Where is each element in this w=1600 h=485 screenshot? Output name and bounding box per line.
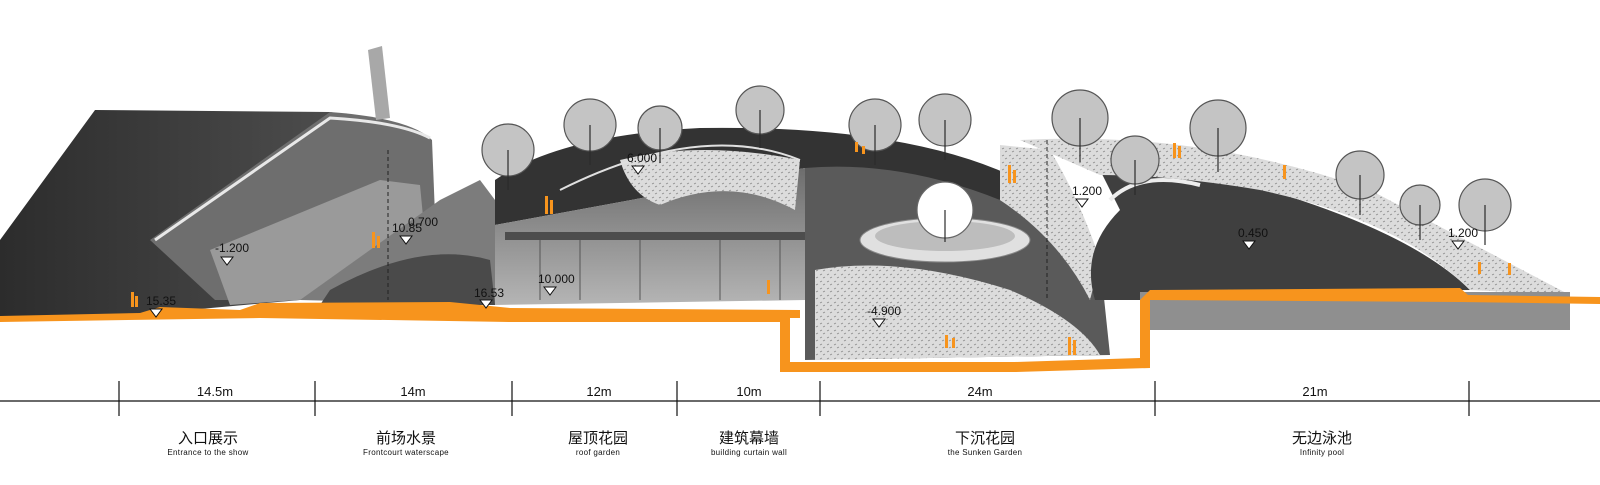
segment-name-en: Infinity pool xyxy=(1300,448,1344,457)
svg-text:0.700: 0.700 xyxy=(408,215,438,229)
segment-widths: 14.5m 14m 12m 10m 24m 21m xyxy=(197,384,1328,399)
segment-names: 入口展示 Entrance to the show 前场水景 Frontcour… xyxy=(167,429,1352,457)
elevation-markers: -1.200 0.700 10.85 15.35 16.53 10.000 6.… xyxy=(146,151,1478,328)
tower-element xyxy=(368,46,390,120)
svg-text:15.35: 15.35 xyxy=(146,294,176,308)
dimension-line xyxy=(0,381,1600,416)
elevation-marker: -1.200 xyxy=(215,241,249,266)
svg-text:1.200: 1.200 xyxy=(1072,184,1102,198)
segment-name-zh: 屋顶花园 xyxy=(568,429,628,447)
svg-text:1.200: 1.200 xyxy=(1448,226,1478,240)
segment-name-en: the Sunken Garden xyxy=(948,448,1022,457)
svg-text:10.000: 10.000 xyxy=(538,272,575,286)
segment-name-en: building curtain wall xyxy=(711,448,787,457)
trees xyxy=(481,85,1512,245)
svg-text:0.450: 0.450 xyxy=(1238,226,1268,240)
elevation-marker: 1.200 xyxy=(1448,226,1478,250)
svg-text:16.53: 16.53 xyxy=(474,286,504,300)
segment-name-zh: 入口展示 xyxy=(178,429,238,447)
ground-section-line xyxy=(0,288,1600,372)
elevation-marker: 16.53 xyxy=(474,286,504,309)
building-block xyxy=(495,127,1010,305)
elevation-marker: -4.900 xyxy=(867,304,901,328)
elevation-marker: 1.200 xyxy=(1072,184,1102,208)
frontcourt-area xyxy=(300,180,495,305)
entrance-roof-mass xyxy=(0,46,438,318)
elevation-marker: 0.700 xyxy=(408,215,438,229)
segment-name-en: Entrance to the show xyxy=(167,448,248,457)
elevation-marker: 10.000 xyxy=(538,272,575,296)
sunken-garden xyxy=(805,145,1110,360)
segment-width: 14m xyxy=(400,384,425,399)
svg-text:-1.200: -1.200 xyxy=(215,241,249,255)
segment-name-zh: 前场水景 xyxy=(376,429,436,447)
svg-text:10.85: 10.85 xyxy=(392,221,422,235)
segment-name-zh: 无边泳池 xyxy=(1292,429,1352,447)
section-lines xyxy=(387,140,1048,300)
segment-name-en: Frontcourt waterscape xyxy=(363,448,449,457)
segment-width: 10m xyxy=(736,384,761,399)
svg-text:6.000: 6.000 xyxy=(627,151,657,165)
segment-name-zh: 建筑幕墙 xyxy=(719,429,779,447)
elevation-marker: 15.35 xyxy=(146,294,176,318)
svg-text:-4.900: -4.900 xyxy=(867,304,901,318)
people-markers xyxy=(131,142,1511,355)
segment-name-zh: 下沉花园 xyxy=(955,429,1015,447)
segment-width: 24m xyxy=(967,384,992,399)
segment-width: 14.5m xyxy=(197,384,233,399)
elevation-marker: 10.85 xyxy=(392,221,422,245)
segment-width: 12m xyxy=(586,384,611,399)
segment-name-en: roof garden xyxy=(576,448,620,457)
elevation-marker: 6.000 xyxy=(627,151,657,175)
segment-width: 21m xyxy=(1302,384,1327,399)
elevation-marker: 0.450 xyxy=(1238,226,1268,250)
